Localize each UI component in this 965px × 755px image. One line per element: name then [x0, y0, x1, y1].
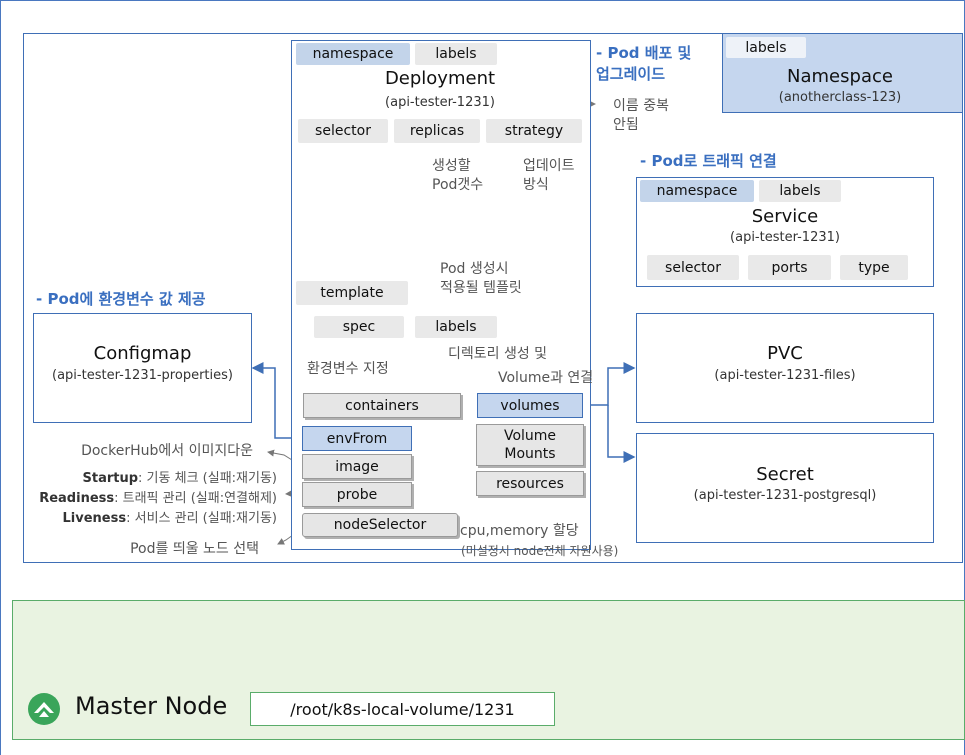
- deployment-title: Deployment: [384, 68, 496, 89]
- deployment-replicas: replicas: [394, 119, 480, 143]
- namespace-labels-tag: labels: [726, 37, 806, 58]
- readiness-text: : 트래픽 관리 (실패:연결해제): [114, 491, 277, 506]
- volume-link-note: Volume과 연결: [498, 370, 594, 386]
- service-title: Service: [751, 206, 819, 227]
- env-value-note: - Pod에 환경변수 값 제공: [36, 290, 206, 308]
- readiness-note: Readiness: 트래픽 관리 (실패:연결해제): [39, 487, 277, 506]
- service-selector: selector: [647, 255, 739, 280]
- deploy-upgrade-note: - Pod 배포 및 업그레이드: [596, 44, 692, 83]
- node-pick-note: Pod를 띄울 노드 선택: [130, 541, 259, 557]
- envfrom-pill: envFrom: [302, 426, 412, 451]
- liveness-text: : 서비스 관리 (실패:재기동): [126, 511, 277, 526]
- namespace-title: Namespace: [787, 66, 893, 87]
- startup-note: Startup: 기동 체크 (실패:재기동): [83, 467, 278, 486]
- service-ports: ports: [748, 255, 831, 280]
- deployment-spec: spec: [314, 316, 404, 338]
- service-name: (api-tester-1231): [730, 230, 840, 245]
- update-method-note: 업데이트 방식: [523, 158, 575, 193]
- secret-box: [636, 433, 934, 543]
- deployment-labels-tag: labels: [415, 43, 497, 65]
- master-node-label: Master Node: [75, 692, 228, 720]
- name-dup-note: 이름 중복 안됨: [613, 98, 669, 133]
- secret-name: (api-tester-1231-postgresql): [693, 488, 877, 503]
- volumes-pill: volumes: [477, 393, 583, 418]
- probe-pill: probe: [302, 482, 412, 507]
- master-node-icon: [27, 692, 61, 726]
- service-type: type: [840, 255, 908, 280]
- resources-pill: resources: [476, 471, 584, 496]
- nodeselector-pill: nodeSelector: [302, 513, 458, 537]
- cpu-mem-note: cpu,memory 할당: [460, 523, 579, 539]
- volume-path-box: /root/k8s-local-volume/1231: [250, 692, 555, 726]
- startup-text: : 기동 체크 (실패:재기동): [138, 471, 277, 486]
- replica-count-note: 생성할 Pod갯수: [432, 158, 484, 193]
- liveness-label: Liveness: [62, 511, 127, 526]
- env-assign-note: 환경변수 지정: [307, 361, 389, 377]
- readiness-label: Readiness: [39, 491, 115, 506]
- dockerhub-note: DockerHub에서 이미지다운: [81, 443, 253, 459]
- template-note: Pod 생성시 적용될 템플릿: [440, 261, 522, 296]
- configmap-box: [33, 313, 252, 423]
- pvc-box: [636, 313, 934, 423]
- configmap-name: (api-tester-1231-properties): [52, 368, 233, 383]
- startup-label: Startup: [82, 471, 139, 486]
- dir-create-note: 디렉토리 생성 및: [448, 346, 548, 362]
- traffic-note: - Pod로 트래픽 연결: [640, 152, 777, 170]
- pvc-name: (api-tester-1231-files): [714, 368, 856, 383]
- deployment-namespace-tag: namespace: [296, 43, 410, 65]
- containers-pill: containers: [303, 393, 461, 418]
- volume-mounts-pill: Volume Mounts: [476, 424, 584, 466]
- service-labels-tag: labels: [759, 180, 841, 202]
- deployment-name: (api-tester-1231): [385, 95, 495, 110]
- secret-title: Secret: [756, 464, 814, 485]
- spec-labels-tag: labels: [415, 316, 497, 338]
- cpu-mem-sub-note: (미설정시 node전체 자원사용): [461, 544, 619, 558]
- configmap-title: Configmap: [93, 343, 192, 364]
- deployment-selector: selector: [298, 119, 388, 143]
- service-namespace-tag: namespace: [640, 180, 754, 202]
- pvc-title: PVC: [767, 343, 803, 364]
- namespace-name: (anotherclass-123): [778, 90, 902, 105]
- deployment-strategy: strategy: [486, 119, 582, 143]
- deployment-template: template: [296, 281, 408, 305]
- cluster-frame: [23, 33, 963, 563]
- liveness-note: Liveness: 서비스 관리 (실패:재기동): [63, 507, 277, 526]
- image-pill: image: [302, 454, 412, 479]
